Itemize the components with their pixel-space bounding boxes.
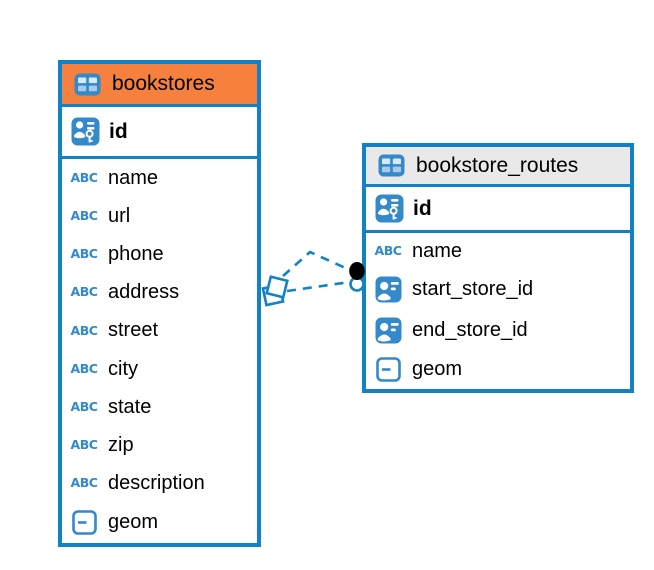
field-row[interactable]: ABC description <box>62 464 257 503</box>
field-name: url <box>108 204 131 227</box>
field-name: name <box>412 239 463 262</box>
field-name: end_store_id <box>412 318 528 341</box>
field-name: geom <box>412 358 463 381</box>
text-type-icon: ABC <box>70 284 98 300</box>
field-row[interactable]: ABC address <box>62 273 257 312</box>
field-row[interactable]: geom <box>62 502 257 544</box>
field-row-primary-key[interactable]: id <box>62 107 257 159</box>
text-type-icon: ABC <box>70 322 98 338</box>
field-row[interactable]: end_store_id <box>366 310 630 351</box>
text-type-icon: ABC <box>70 208 98 224</box>
text-type-icon: ABC <box>70 246 98 262</box>
field-row[interactable]: ABC city <box>62 350 257 389</box>
field-row[interactable]: ABC phone <box>62 235 257 274</box>
field-list: ABC name start_store_id <box>366 233 630 389</box>
field-list: ABC name ABC url ABC phone ABC address A… <box>62 159 257 544</box>
text-type-icon: ABC <box>70 399 98 415</box>
field-row[interactable]: ABC name <box>366 233 630 270</box>
text-type-icon: ABC <box>70 437 98 453</box>
field-name: geom <box>108 511 159 534</box>
table-icon <box>375 154 407 177</box>
field-row[interactable]: ABC url <box>62 197 257 236</box>
relationship-line-straight[interactable] <box>286 280 351 293</box>
primary-key-icon <box>373 194 405 223</box>
field-row[interactable]: ABC zip <box>62 426 257 465</box>
table-header-bookstore-routes[interactable]: bookstore_routes <box>366 147 630 187</box>
text-type-icon: ABC <box>70 475 98 491</box>
table-title: bookstores <box>112 72 215 95</box>
field-row[interactable]: ABC state <box>62 388 257 427</box>
relationship-line-bent[interactable] <box>282 250 353 277</box>
table-bookstore-routes[interactable]: bookstore_routes id ABC name <box>362 143 634 393</box>
field-name: state <box>108 395 152 418</box>
table-header-bookstores[interactable]: bookstores <box>62 64 257 107</box>
field-name: start_store_id <box>412 278 534 301</box>
geometry-type-icon <box>372 357 404 383</box>
table-icon <box>71 73 103 96</box>
table-title: bookstore_routes <box>416 153 579 177</box>
field-name: zip <box>108 434 134 457</box>
foreign-key-icon <box>372 317 404 344</box>
geometry-type-icon <box>68 510 100 536</box>
table-bookstores[interactable]: bookstores id ABC name <box>58 60 261 547</box>
text-type-icon: ABC <box>374 243 402 258</box>
field-row[interactable]: ABC name <box>62 159 257 198</box>
primary-key-icon <box>69 117 101 146</box>
field-name: name <box>108 166 159 189</box>
text-type-icon: ABC <box>70 169 98 185</box>
text-type-icon: ABC <box>70 360 98 376</box>
field-name: description <box>108 472 205 495</box>
field-row[interactable]: geom <box>366 350 630 389</box>
field-name: city <box>108 357 138 380</box>
field-name: id <box>413 196 432 220</box>
field-name: phone <box>108 243 164 265</box>
field-name: address <box>108 281 180 304</box>
foreign-key-icon <box>372 276 404 303</box>
field-name: street <box>108 319 159 342</box>
field-row[interactable]: ABC street <box>62 311 257 351</box>
field-row[interactable]: start_store_id <box>366 269 630 310</box>
relationship-source-handle[interactable] <box>261 275 289 307</box>
field-name: id <box>109 119 128 143</box>
field-row-primary-key[interactable]: id <box>366 187 630 233</box>
